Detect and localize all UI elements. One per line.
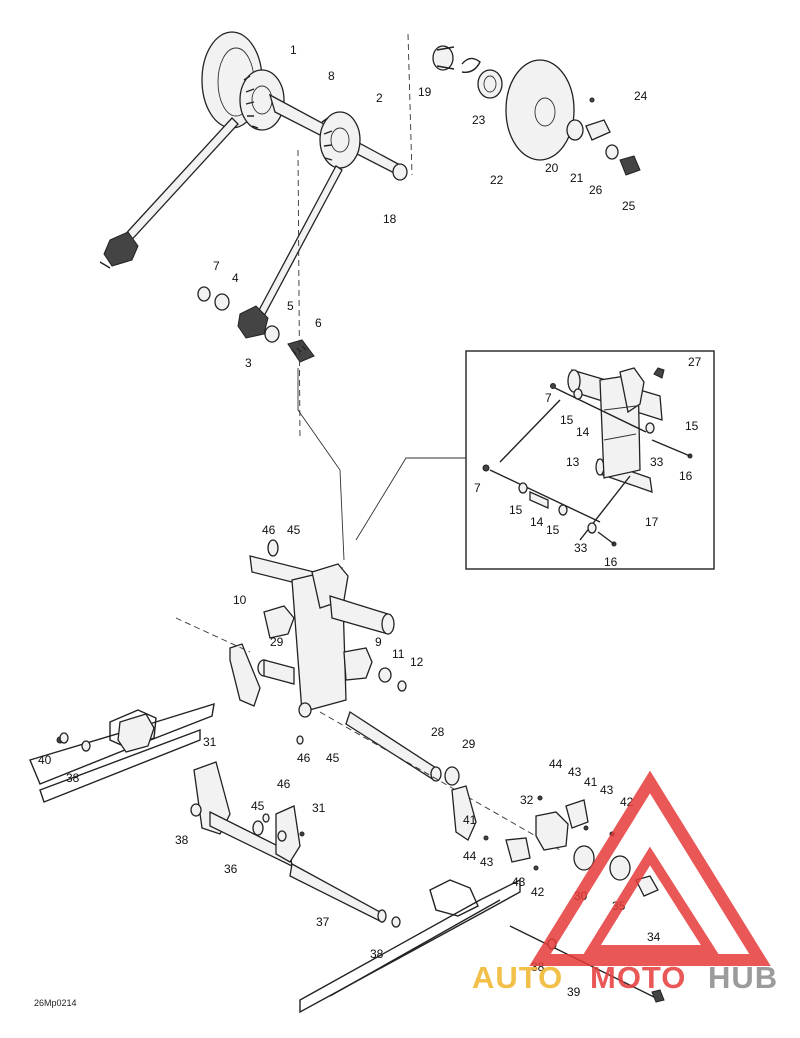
callout-27: 27: [688, 355, 702, 369]
watermark-triangle-outer: [529, 770, 771, 966]
callout-29: 29: [270, 635, 284, 649]
callout-18: 18: [383, 212, 397, 226]
watermark-text-moto: MOTO: [590, 960, 686, 995]
callout-15: 15: [546, 523, 560, 537]
callout-31: 31: [312, 801, 326, 815]
callout-13: 13: [566, 455, 580, 469]
callout-41: 41: [463, 813, 477, 827]
callout-29: 29: [462, 737, 476, 751]
drive-axle-assembly: [99, 31, 413, 339]
callout-11: 11: [392, 647, 405, 661]
callout-7: 7: [213, 259, 220, 273]
watermark-triangle-inner: [583, 846, 720, 955]
callout-34: 34: [647, 930, 661, 944]
callout-17: 17: [645, 515, 659, 529]
callout-5: 5: [287, 299, 294, 313]
detail-inset: [355, 350, 715, 570]
callout-46: 46: [277, 777, 291, 791]
bearing-group: [197, 286, 315, 363]
watermark-text-auto: AUTO: [472, 960, 563, 995]
watermark-text-hub: HUB: [708, 960, 778, 995]
callout-43: 43: [600, 783, 614, 797]
callout-43: 43: [512, 875, 526, 889]
callout-33: 33: [574, 541, 588, 555]
leader-line: [297, 368, 345, 561]
callout-28: 28: [431, 725, 445, 739]
callout-15: 15: [509, 503, 523, 517]
callout-15: 15: [685, 419, 699, 433]
callout-24: 24: [634, 89, 648, 103]
callout-38: 38: [370, 947, 384, 961]
callout-16: 16: [604, 555, 618, 569]
callout-26: 26: [589, 183, 603, 197]
callout-15: 15: [560, 413, 574, 427]
callout-32: 32: [520, 793, 534, 807]
callout-44: 44: [463, 849, 477, 863]
callout-37: 37: [316, 915, 330, 929]
right-wheel-parts: [432, 45, 641, 176]
callout-43: 43: [568, 765, 582, 779]
callout-12: 12: [410, 655, 424, 669]
callout-6: 6: [315, 316, 322, 330]
callout-9: 9: [375, 635, 382, 649]
callout-39: 39: [567, 985, 581, 999]
callout-40: 40: [38, 753, 52, 767]
callout-2: 2: [376, 91, 383, 105]
callout-42: 42: [531, 885, 545, 899]
callout-33: 33: [650, 455, 664, 469]
callout-43: 43: [480, 855, 494, 869]
front-arm-assembly: [175, 539, 561, 851]
callout-45: 45: [326, 751, 340, 765]
callout-7: 7: [474, 481, 481, 495]
callout-46: 46: [262, 523, 276, 537]
callout-41: 41: [584, 775, 598, 789]
leader-axle-to-arm: [297, 149, 301, 441]
callout-22: 22: [490, 173, 504, 187]
callout-10: 10: [233, 593, 247, 607]
callout-44: 44: [549, 757, 563, 771]
callout-4: 4: [232, 271, 239, 285]
drawing-code: 26Mp0214: [34, 998, 77, 1008]
callout-19: 19: [418, 85, 432, 99]
callout-31: 31: [203, 735, 217, 749]
callout-21: 21: [570, 171, 584, 185]
callout-45: 45: [287, 523, 301, 537]
callout-1: 1: [290, 43, 297, 57]
callout-8: 8: [328, 69, 335, 83]
callout-16: 16: [679, 469, 693, 483]
callout-7: 7: [545, 391, 552, 405]
callout-23: 23: [472, 113, 486, 127]
slide-rails: [29, 702, 665, 1014]
automotohub-watermark: AUTO MOTO HUB: [472, 770, 778, 995]
callout-3: 3: [245, 356, 252, 370]
callout-45: 45: [251, 799, 265, 813]
callout-14: 14: [576, 425, 590, 439]
callout-36: 36: [224, 862, 238, 876]
callout-38: 38: [66, 771, 80, 785]
callout-14: 14: [530, 515, 544, 529]
callout-20: 20: [545, 161, 559, 175]
callout-25: 25: [622, 199, 636, 213]
callout-38: 38: [175, 833, 189, 847]
callout-46: 46: [297, 751, 311, 765]
